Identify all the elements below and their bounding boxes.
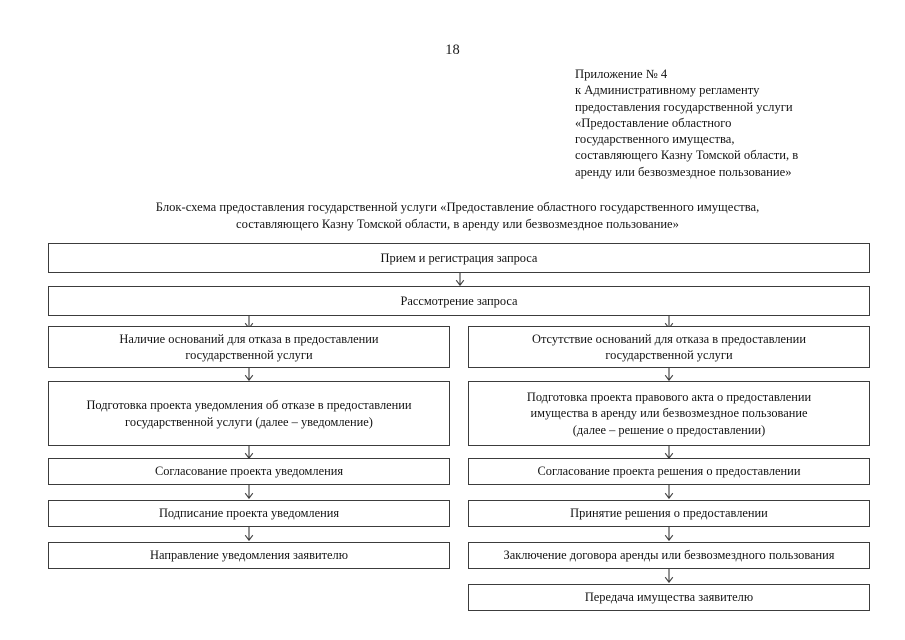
appendix-line-1: Приложение № 4	[575, 67, 668, 81]
flow-node-grounds-absent-line-1: Отсутствие оснований для отказа в предос…	[532, 331, 806, 346]
flow-node-draft-act: Подготовка проекта правового акта о пред…	[468, 381, 870, 446]
flow-node-draft-act-line-1: Подготовка проекта правового акта о пред…	[526, 389, 812, 404]
flow-node-grounds-present-line-1: Наличие оснований для отказа в предостав…	[119, 331, 379, 346]
connector-conclude-contract-to-transfer-property	[662, 569, 676, 583]
connector-approve-notice-to-sign-notice	[242, 485, 256, 499]
connector-sign-notice-to-send-notice	[242, 527, 256, 541]
flow-node-adopt-decision-label: Принятие решения о предоставлении	[570, 506, 768, 521]
flow-node-approve-decision-label: Согласование проекта решения о предостав…	[537, 464, 801, 479]
flow-node-grounds-present: Наличие оснований для отказа в предостав…	[48, 326, 450, 368]
flow-node-send-notice: Направление уведомления заявителю	[48, 542, 450, 569]
flow-node-draft-act-line-2: имущества в аренду или безвозмездное пол…	[530, 406, 808, 421]
page-number: 18	[445, 42, 460, 58]
flow-node-intake: Прием и регистрация запроса	[48, 243, 870, 273]
flow-node-sign-notice: Подписание проекта уведомления	[48, 500, 450, 527]
flow-node-review: Рассмотрение запроса	[48, 286, 870, 316]
connector-approve-decision-to-adopt-decision	[662, 485, 676, 499]
flow-node-transfer-property: Передача имущества заявителю	[468, 584, 870, 611]
flow-node-draft-act-line-3: (далее – решение о предоставлении)	[572, 422, 766, 437]
appendix-reference-block: Приложение № 4 к Административному регла…	[575, 66, 885, 180]
flow-node-draft-refusal-line-2: государственной услуги (далее – уведомле…	[125, 414, 373, 429]
connector-intake-to-review	[453, 273, 467, 286]
flow-node-intake-label: Прием и регистрация запроса	[380, 250, 538, 265]
flow-node-grounds-absent-line-2: государственной услуги	[605, 348, 733, 362]
appendix-line-2: к Административному регламенту	[575, 83, 760, 98]
appendix-line-7: аренду или безвозмездное пользование»	[575, 164, 792, 179]
connector-adopt-decision-to-conclude-contract	[662, 527, 676, 541]
flow-node-transfer-property-label: Передача имущества заявителю	[584, 590, 754, 605]
flow-node-draft-refusal: Подготовка проекта уведомления об отказе…	[48, 381, 450, 446]
appendix-line-4: «Предоставление областного	[575, 115, 732, 130]
flow-node-approve-notice: Согласование проекта уведомления	[48, 458, 450, 485]
flow-node-approve-decision: Согласование проекта решения о предостав…	[468, 458, 870, 485]
appendix-line-5: государственного имущества,	[575, 132, 735, 147]
flow-node-grounds-absent: Отсутствие оснований для отказа в предос…	[468, 326, 870, 368]
flowchart-caption: Блок-схема предоставления государственно…	[70, 199, 845, 232]
connector-grounds-absent-to-draft-act	[662, 368, 676, 381]
caption-line-2: составляющего Казну Томской области, в а…	[236, 216, 679, 231]
flow-node-approve-notice-label: Согласование проекта уведомления	[154, 464, 344, 479]
appendix-line-6: составляющего Казну Томской области, в	[575, 148, 799, 163]
flow-node-adopt-decision: Принятие решения о предоставлении	[468, 500, 870, 527]
flow-node-draft-refusal-line-1: Подготовка проекта уведомления об отказе…	[86, 398, 412, 413]
appendix-line-3: предоставления государственной услуги	[575, 99, 793, 114]
flow-node-review-label: Рассмотрение запроса	[400, 293, 518, 308]
flow-node-conclude-contract-label: Заключение договора аренды или безвозмез…	[503, 548, 835, 563]
connector-grounds-present-to-draft-refusal	[242, 368, 256, 381]
flow-node-conclude-contract: Заключение договора аренды или безвозмез…	[468, 542, 870, 569]
flow-node-send-notice-label: Направление уведомления заявителю	[150, 548, 348, 563]
flow-node-grounds-present-line-2: государственной услуги	[185, 348, 313, 362]
flow-node-sign-notice-label: Подписание проекта уведомления	[158, 506, 340, 521]
caption-line-1: Блок-схема предоставления государственно…	[155, 200, 760, 214]
